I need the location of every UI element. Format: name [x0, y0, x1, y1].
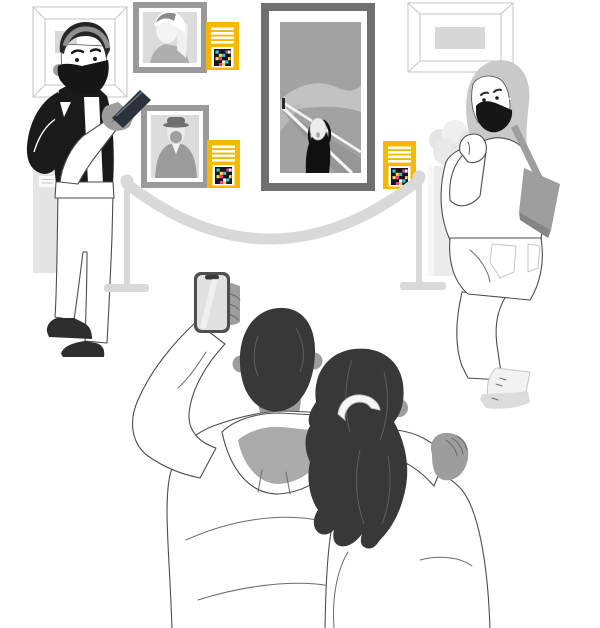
painting-son-of-man: [141, 105, 209, 188]
eye: [93, 57, 97, 61]
phone-notch: [205, 275, 219, 280]
painting-girl-with-pearl-earring: [133, 2, 207, 73]
stanchion-base-right: [400, 282, 446, 290]
stanchion-base-left: [104, 284, 149, 292]
masked-man-with-phone: [26, 22, 151, 357]
face-mask: [476, 101, 513, 133]
front-hair: [497, 68, 522, 122]
hair: [239, 307, 315, 412]
wall-pedestal-left: [33, 168, 58, 273]
empty-landscape-frame: [407, 2, 514, 73]
rope-barrier: [104, 170, 446, 292]
pocket-square: [60, 102, 71, 117]
smartphone-small: [112, 90, 151, 128]
couple-woman-ponytail: [305, 348, 491, 628]
hair-ponytail: [305, 348, 408, 549]
man-hand: [430, 432, 469, 481]
pants: [54, 193, 114, 344]
cap-band: [62, 26, 111, 49]
smartphone-camera: [194, 272, 241, 333]
scrunchie: [337, 394, 381, 422]
foreground-couple: [132, 272, 491, 628]
head: [53, 22, 111, 95]
stanchion-post-left: [124, 186, 130, 286]
raised-arm: [132, 321, 226, 479]
eye: [495, 96, 499, 100]
screaming-figure: [305, 117, 332, 173]
painting-the-scream: [261, 3, 375, 191]
face-mask: [57, 60, 109, 95]
shoe: [46, 318, 92, 339]
background-figure: [282, 98, 285, 109]
hand: [459, 133, 487, 164]
sneaker-sole: [480, 392, 530, 409]
shoulder-bag: [519, 168, 560, 230]
stanchion-post-right: [416, 183, 422, 284]
sneaker: [486, 367, 531, 397]
qr-exhibit-label-1: [206, 22, 239, 70]
shoe: [61, 341, 105, 357]
rope: [121, 174, 425, 245]
eye: [75, 58, 79, 62]
eye: [482, 98, 486, 102]
shirt-hem: [54, 181, 115, 199]
masked-woman-with-bag: [440, 60, 560, 409]
jeans: [449, 237, 543, 301]
bag-flap: [519, 212, 551, 238]
hood-lining: [238, 426, 326, 484]
leg: [456, 291, 507, 381]
qr-exhibit-label-2: [207, 140, 240, 188]
landscape-rectangle: [435, 27, 485, 49]
